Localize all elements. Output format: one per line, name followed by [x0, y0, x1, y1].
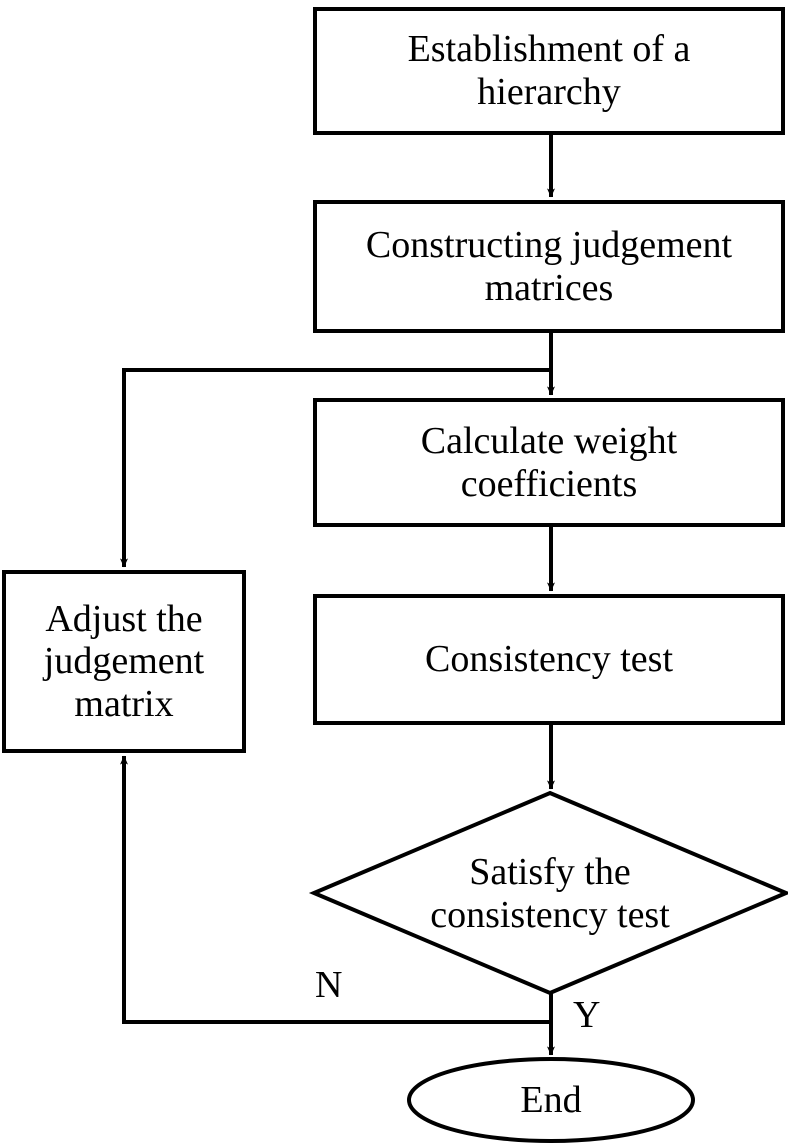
- node-constructing-shape[interactable]: [313, 200, 785, 333]
- node-decision-shape[interactable]: [308, 790, 788, 996]
- edge-label-no: N: [315, 964, 343, 1006]
- edge-branch-to-adjust: [120, 368, 551, 568]
- node-end-shape[interactable]: [407, 1057, 695, 1143]
- node-adjust-shape[interactable]: [2, 570, 246, 753]
- node-calculate-shape[interactable]: [313, 398, 785, 527]
- node-consistency-shape[interactable]: [313, 594, 785, 725]
- edge-label-yes: Y: [573, 994, 601, 1036]
- node-establishment-shape[interactable]: [313, 7, 785, 135]
